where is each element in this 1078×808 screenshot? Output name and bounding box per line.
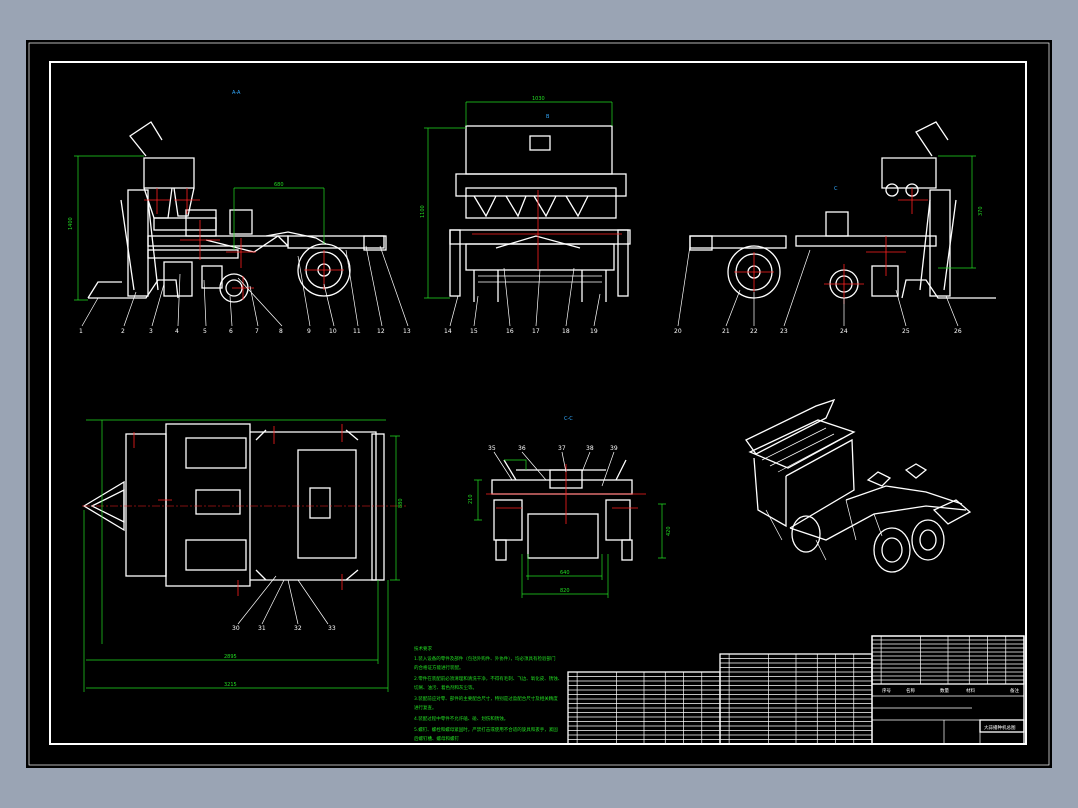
callout-8: 8 [279, 328, 283, 335]
dim-section-c: 420 [666, 526, 672, 536]
note-line-4: 切屑、油污、着色剂和灰尘等。 [414, 684, 477, 691]
callout-6: 6 [229, 328, 233, 335]
rear-view: 370 C 20 21 22 23 24 25 26 [674, 121, 996, 335]
callout-22: 22 [750, 328, 758, 335]
note-line-3: 2.零件在装配前必须清理和清洗干净，不得有毛刺、飞边、氧化皮、锈蚀、 [414, 675, 562, 682]
callout-15: 15 [470, 328, 478, 335]
callout-24: 24 [840, 328, 848, 335]
parts-list [567, 635, 1025, 745]
dim-top-overall: 3215 [224, 682, 237, 688]
header-no: 序号 [882, 687, 891, 694]
dim-section-a: 820 [560, 588, 570, 594]
callout-21: 21 [722, 328, 730, 335]
note-line-5: 3.装配前应对零、部件的主要配合尺寸，特别是过盈配合尺寸及相关精度 [414, 695, 558, 702]
callout-19: 19 [590, 328, 598, 335]
dim-rear-height: 370 [978, 206, 984, 216]
callout-5: 5 [203, 328, 207, 335]
dim-side-height: 1100 [420, 205, 426, 218]
callout-3: 3 [149, 328, 153, 335]
callout-30: 30 [232, 625, 240, 632]
note-line-2: 的合格证方能进行装配。 [414, 664, 464, 671]
callout-31: 31 [258, 625, 266, 632]
callout-13: 13 [403, 328, 411, 335]
view-label-a: A-A [232, 90, 241, 96]
outer-border [28, 42, 1050, 766]
notes-title: 技术要求 [414, 645, 432, 652]
callout-16: 16 [506, 328, 514, 335]
dim-section-b: 640 [560, 570, 570, 576]
callout-38: 38 [586, 445, 594, 452]
view-label-b: B [546, 114, 550, 120]
isometric-view [745, 398, 972, 573]
callout-23: 23 [780, 328, 788, 335]
callout-2: 2 [121, 328, 125, 335]
callout-12: 12 [377, 328, 385, 335]
cad-drawing: A-A 1400 680 [28, 42, 1050, 766]
front-view: A-A 1400 680 [68, 90, 411, 335]
top-view: 2895 3215 880 30 31 32 33 [82, 419, 406, 692]
note-line-7: 4.装配过程中零件不允许磕、碰、划伤和锈蚀。 [414, 715, 508, 722]
callout-18: 18 [562, 328, 570, 335]
callout-36: 36 [518, 445, 526, 452]
note-line-6: 进行复查。 [414, 704, 437, 711]
view-label-cc: C-C [564, 416, 573, 422]
dim-front-height: 1400 [68, 217, 74, 230]
drawing-title: 大蒜播种机总图 [984, 724, 1016, 731]
callout-20: 20 [674, 328, 682, 335]
callout-14: 14 [444, 328, 452, 335]
callout-32: 32 [294, 625, 302, 632]
callout-26: 26 [954, 328, 962, 335]
view-label-c: C [834, 186, 838, 192]
callout-39: 39 [610, 445, 618, 452]
header-material: 材料 [966, 687, 975, 694]
callout-9: 9 [307, 328, 311, 335]
callout-37: 37 [558, 445, 566, 452]
technical-notes: 技术要求 1.装入设备的零件及部件（包括外购件、外协件），均必须具有检验部门 的… [414, 645, 562, 742]
callout-33: 33 [328, 625, 336, 632]
note-line-8: 5.螺钉、螺栓和螺母紧固时，严禁打击或使用不合适的旋具和扳手，紧固 [414, 726, 558, 733]
dim-front-length: 680 [274, 182, 284, 188]
callout-10: 10 [329, 328, 337, 335]
callout-25: 25 [902, 328, 910, 335]
dim-section-d: 210 [468, 494, 474, 504]
note-line-9: 后螺钉槽、螺母和螺钉 [414, 735, 459, 742]
dim-side-width: 1030 [532, 96, 545, 102]
drawing-sheet: A-A 1400 680 [26, 40, 1052, 768]
callout-4: 4 [175, 328, 179, 335]
dim-top-length: 2895 [224, 654, 237, 660]
inner-border [49, 61, 1027, 745]
callout-1: 1 [79, 328, 83, 335]
callout-35: 35 [488, 445, 496, 452]
header-remarks: 备注 [1010, 687, 1019, 694]
header-qty: 数量 [940, 687, 949, 694]
callout-11: 11 [353, 328, 361, 335]
note-line-1: 1.装入设备的零件及部件（包括外购件、外协件），均必须具有检验部门 [414, 655, 556, 662]
title-block: 大蒜播种机总图 序号 名称 数量 材料 备注 [871, 635, 1025, 745]
side-view: 1030 1100 B 14 15 16 17 18 19 [420, 96, 631, 335]
header-name: 名称 [906, 687, 915, 694]
dim-top-width: 880 [398, 498, 404, 508]
section-view: C-C 640 820 420 210 35 36 37 38 39 [468, 416, 672, 598]
callout-17: 17 [532, 328, 540, 335]
callout-7: 7 [255, 328, 259, 335]
